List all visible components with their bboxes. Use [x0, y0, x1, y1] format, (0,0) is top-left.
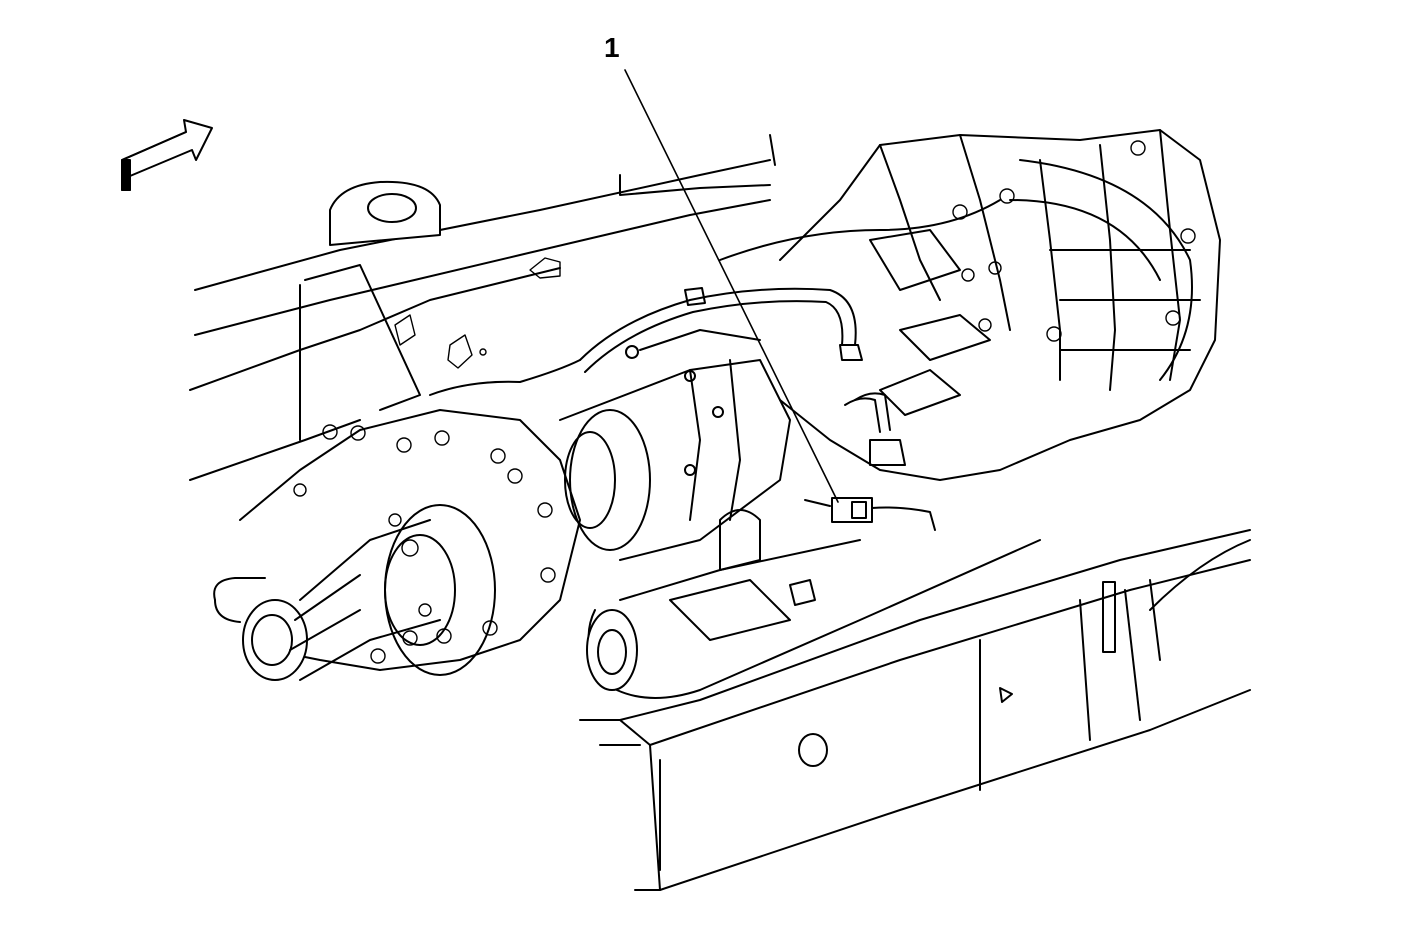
crossmember-clips: [394, 257, 561, 369]
callout-label-1: 1: [604, 32, 620, 63]
front-direction-arrow-icon: [121, 119, 213, 191]
tailshaft-bolts: [293, 424, 556, 664]
speed-sensor-connector: [804, 497, 936, 531]
exhaust-pipe: [586, 509, 1041, 699]
transmission-case: [779, 129, 1221, 481]
frame-crossmember: [189, 134, 776, 481]
transmission-bolts: [952, 140, 1196, 342]
lower-crossmember: [579, 529, 1251, 891]
callout-1-leader-line: [624, 69, 839, 503]
tailshaft-housing: [213, 409, 581, 681]
transfer-case-adapter: [559, 329, 791, 561]
wiring-harness: [429, 199, 1001, 466]
